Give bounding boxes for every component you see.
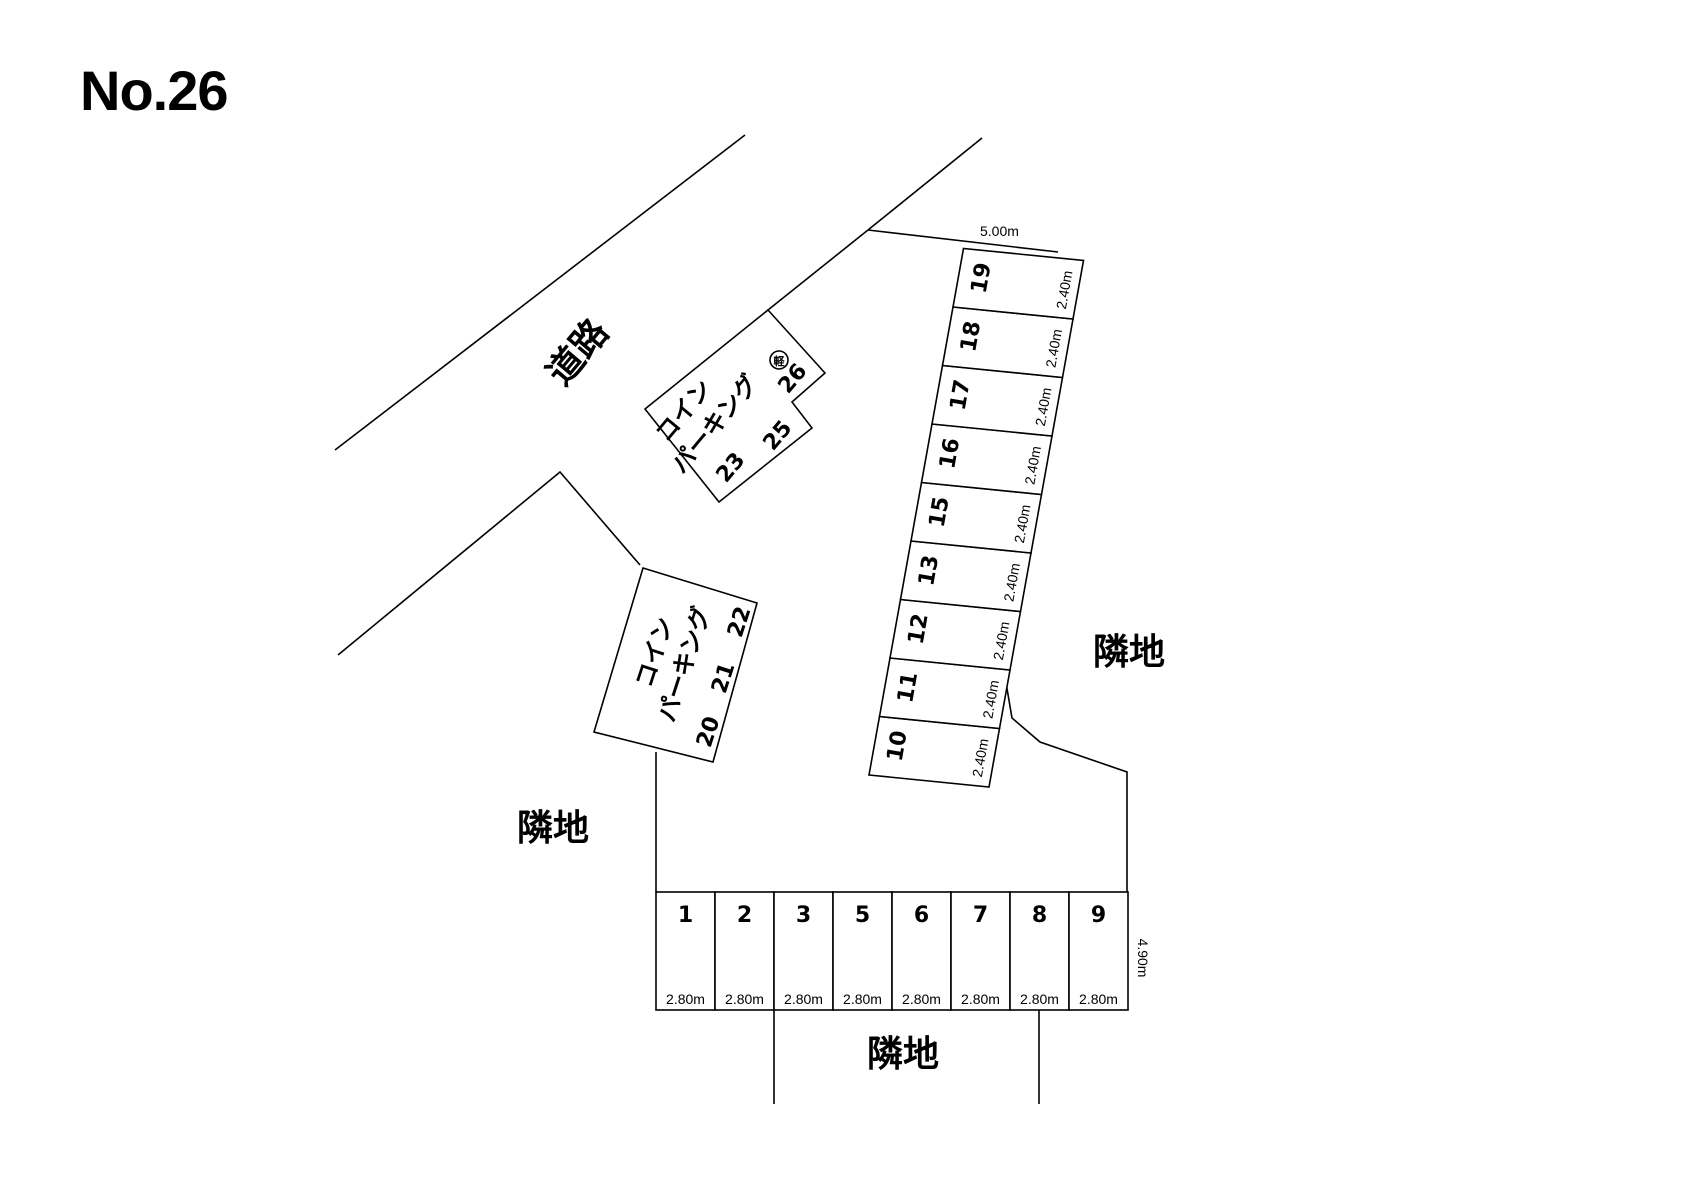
road-label: 道路 — [539, 311, 617, 393]
parking-space-5 — [832, 891, 893, 1011]
width-dimension-label: 2.40m — [979, 679, 1002, 720]
property-boundary — [1002, 664, 1128, 892]
road-edge-line — [337, 470, 641, 656]
space-number: 15 — [925, 495, 955, 530]
depth-dimension-label: 5.00m — [980, 223, 1019, 239]
space-number: 2 — [737, 903, 752, 928]
property-boundary — [867, 229, 1059, 253]
parking-space-7 — [950, 891, 1011, 1011]
neighbor-land-label-left: 隣地 — [517, 808, 589, 849]
space-number: 5 — [855, 903, 870, 928]
space-number: 9 — [1091, 903, 1106, 928]
space-number: 18 — [956, 319, 986, 354]
space-number: 16 — [935, 436, 965, 471]
space-number: 1 — [678, 903, 693, 928]
parking-space-9 — [1068, 891, 1129, 1011]
parking-space-8 — [1009, 891, 1070, 1011]
width-dimension-label: 2.80m — [902, 991, 941, 1007]
space-number: 3 — [796, 903, 811, 928]
kei-badge-icon — [769, 350, 789, 370]
space-number: 7 — [973, 903, 988, 928]
parking-space-6 — [891, 891, 952, 1011]
space-number: 19 — [967, 261, 997, 296]
width-dimension-label: 2.40m — [1032, 386, 1055, 427]
width-dimension-label: 2.80m — [961, 991, 1000, 1007]
width-dimension-label: 2.40m — [1053, 269, 1076, 310]
width-dimension-label: 2.40m — [1011, 503, 1034, 544]
space-number: 8 — [1032, 903, 1047, 928]
parking-space-19 — [952, 247, 1085, 320]
bottom-parking-row: 1 2.80m 2 2.80m 3 2.80m 5 2.80m 6 2.80m 7 2.80m 8 2.8… — [655, 891, 1129, 1011]
width-dimension-label: 2.40m — [990, 620, 1013, 661]
width-dimension-label: 2.80m — [1020, 991, 1059, 1007]
space-number: 13 — [914, 553, 944, 588]
kei-badge-text: 軽 — [774, 354, 786, 368]
space-number: 10 — [883, 729, 913, 764]
depth-dimension-label: 4.90m — [1135, 939, 1151, 978]
width-dimension-label: 2.80m — [1079, 991, 1118, 1007]
width-dimension-label: 2.80m — [843, 991, 882, 1007]
parking-space-3 — [773, 891, 834, 1011]
parking-space-1 — [655, 891, 716, 1011]
coin-parking-a-outline — [592, 566, 758, 763]
property-boundary — [767, 229, 869, 311]
space-number: 6 — [914, 903, 929, 928]
road-edge-line — [867, 137, 983, 231]
diagonal-parking-row: 10 2.40m 11 2.40m 12 2.40m 13 2.40m 15 2.40m 16 2.4… — [868, 247, 1085, 788]
page-title: No.26 — [80, 59, 228, 122]
width-dimension-label: 2.40m — [1021, 445, 1044, 486]
space-number: 12 — [904, 612, 934, 647]
width-dimension-label: 2.80m — [784, 991, 823, 1007]
parking-space-2 — [714, 891, 775, 1011]
width-dimension-label: 2.40m — [1000, 562, 1023, 603]
neighbor-land-label-bottom: 隣地 — [867, 1034, 939, 1075]
space-number: 17 — [946, 378, 976, 413]
space-number: 11 — [893, 670, 923, 705]
road-edge-line — [334, 134, 746, 451]
neighbor-land-label-right: 隣地 — [1093, 632, 1165, 673]
width-dimension-label: 2.40m — [1042, 328, 1065, 369]
width-dimension-label: 2.80m — [666, 991, 705, 1007]
width-dimension-label: 2.80m — [725, 991, 764, 1007]
width-dimension-label: 2.40m — [969, 737, 992, 778]
